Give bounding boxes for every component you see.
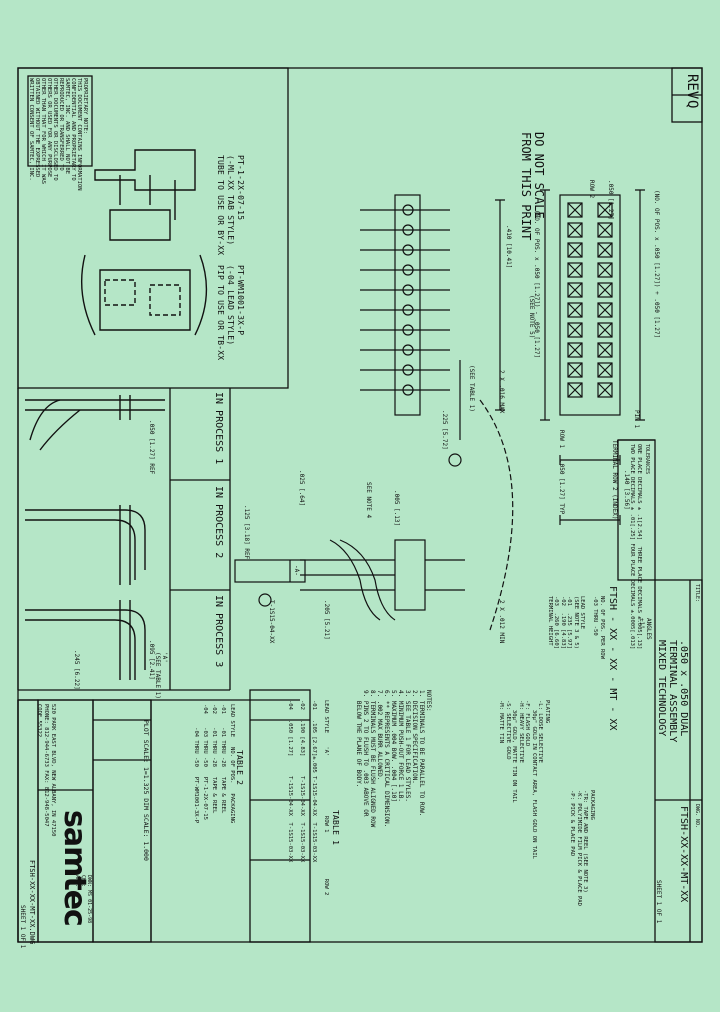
dim-bottom: .245 [6.22] [73, 650, 80, 690]
table2: LEAD STYLE NO. OF POS. PACKAGING -01 -01… [193, 704, 235, 824]
dim-pitch-typ: .050 [1.27] TYP [558, 460, 565, 515]
dwg-label: DWG. NO. [694, 804, 700, 829]
tolerance-frame: -A- [293, 565, 300, 576]
dim-body-h: .140 [3.56] [623, 470, 630, 510]
dim-ref-b: 2 X .012 MIN [498, 600, 505, 644]
title-label: TITLE: [694, 584, 700, 603]
title-box [654, 579, 703, 943]
do-not-scale: DO NOT SCALE FROM THIS PRINT [519, 132, 546, 241]
dim-datum: TERMINAL ROW 2 (INDEX) [611, 440, 618, 520]
dim-a-table: 'A' (SEE TABLE 1) [154, 652, 168, 699]
in-process-1: IN PROCESS 1 [213, 392, 224, 465]
dim-ref-a: 2 X .016 MAX [498, 370, 505, 414]
scale-line: PLOT SCALE: 1=1.325 DIM SCALE: 1.000 [142, 720, 150, 861]
dim-row1: ROW 1 [558, 430, 565, 449]
rev-label: REV [684, 74, 700, 100]
dim-gap: .025 [.64] [298, 470, 305, 507]
sheet-small: SHEET 1 OF 1 [19, 905, 26, 949]
rev-value: Q [684, 100, 700, 109]
tooling-label-1: PT-1-2X-07-15 (-ML-XX TAB STYLE) TUBE TO… [216, 155, 245, 256]
dim-call-b: (SEE NOTE 5) [528, 295, 535, 339]
proprietary-note: PROPRIETARY NOTE: THIS DOCUMENT CONTAINS… [28, 78, 88, 191]
tolerance-box [617, 439, 656, 581]
dim-height: .205 [5.21] [323, 600, 330, 640]
dim-gap2: .005 [.13] [393, 490, 400, 527]
revision-box: T-1S15-04-XX [268, 600, 275, 644]
dim-tail: .095 [2.41] [148, 640, 155, 680]
packaging-options: PACKAGING -TR: TAPE AND REEL (SEE NOTE 3… [569, 790, 596, 906]
in-process-3: IN PROCESS 3 [213, 595, 224, 668]
dim-overall: (NO. OF POS. x .050 [1.27]) + .050 [1.27… [653, 190, 660, 339]
dim-row2: ROW 2 [588, 180, 595, 199]
tool-area-box [17, 67, 289, 389]
table1-box [249, 689, 311, 943]
table2-title: TABLE 2 [235, 750, 244, 786]
notes: NOTES: 1. TERMINALS TO BE PARALLEL TO RO… [355, 690, 432, 828]
dates: DWN: MS 01-25-98 CHK: APP: [74, 875, 92, 924]
angles: ANGLES ±1° [638, 618, 652, 640]
dim-ht2: .225 [5.72] [441, 410, 448, 450]
dwg-number: FTSH-XX-XX-MT-XX [678, 806, 689, 903]
plating-options: PLATING -L: LOOSE SELECTIVE 30µ" GOLD IN… [498, 700, 551, 859]
part-options: NO. OF POS. PER ROW -03 THRU -50 LEAD ST… [547, 596, 605, 659]
table1-title: TABLE 1 [331, 810, 340, 846]
dim-lead-len: .125 [3.18] REF [243, 505, 250, 560]
dim-call-a: (SEE TABLE 1) [468, 365, 475, 412]
part-number: FTSH - XX - XX - MT - XX [607, 586, 618, 731]
table1: LEAD STYLE 'A' ROW 1 ROW 2 -01 .105 [2.6… [287, 700, 329, 896]
sheet-number: SHEET 1 OF 1 [655, 880, 662, 924]
file-name: FTSH-XX-XX-MT-XX.DWG [28, 860, 36, 945]
dim-total-ht: .410 [10.41] [505, 225, 512, 269]
title-text: .050 x .050 DUAL TERMINAL ASSEMBLY MIXED… [656, 640, 689, 743]
tooling-label-2: PT-WM1001-3X-P (-04 LEAD STYLE) PIP TO U… [216, 265, 245, 361]
dim-note-ref: SEE NOTE 4 [365, 482, 372, 519]
dim-pitch: .050 [1.27] [607, 180, 614, 220]
proprietary-box [27, 75, 93, 167]
tolerances-label: TOLERANCES [644, 444, 650, 475]
dim-ref: .050 [1.27] REF [148, 420, 155, 475]
in-process-2: IN PROCESS 2 [213, 486, 224, 559]
company-address: 520 PARK EAST BLVD, NEW ALBANY, IN 47150… [36, 704, 56, 837]
dim-pin1: PIN 1 [633, 410, 640, 429]
